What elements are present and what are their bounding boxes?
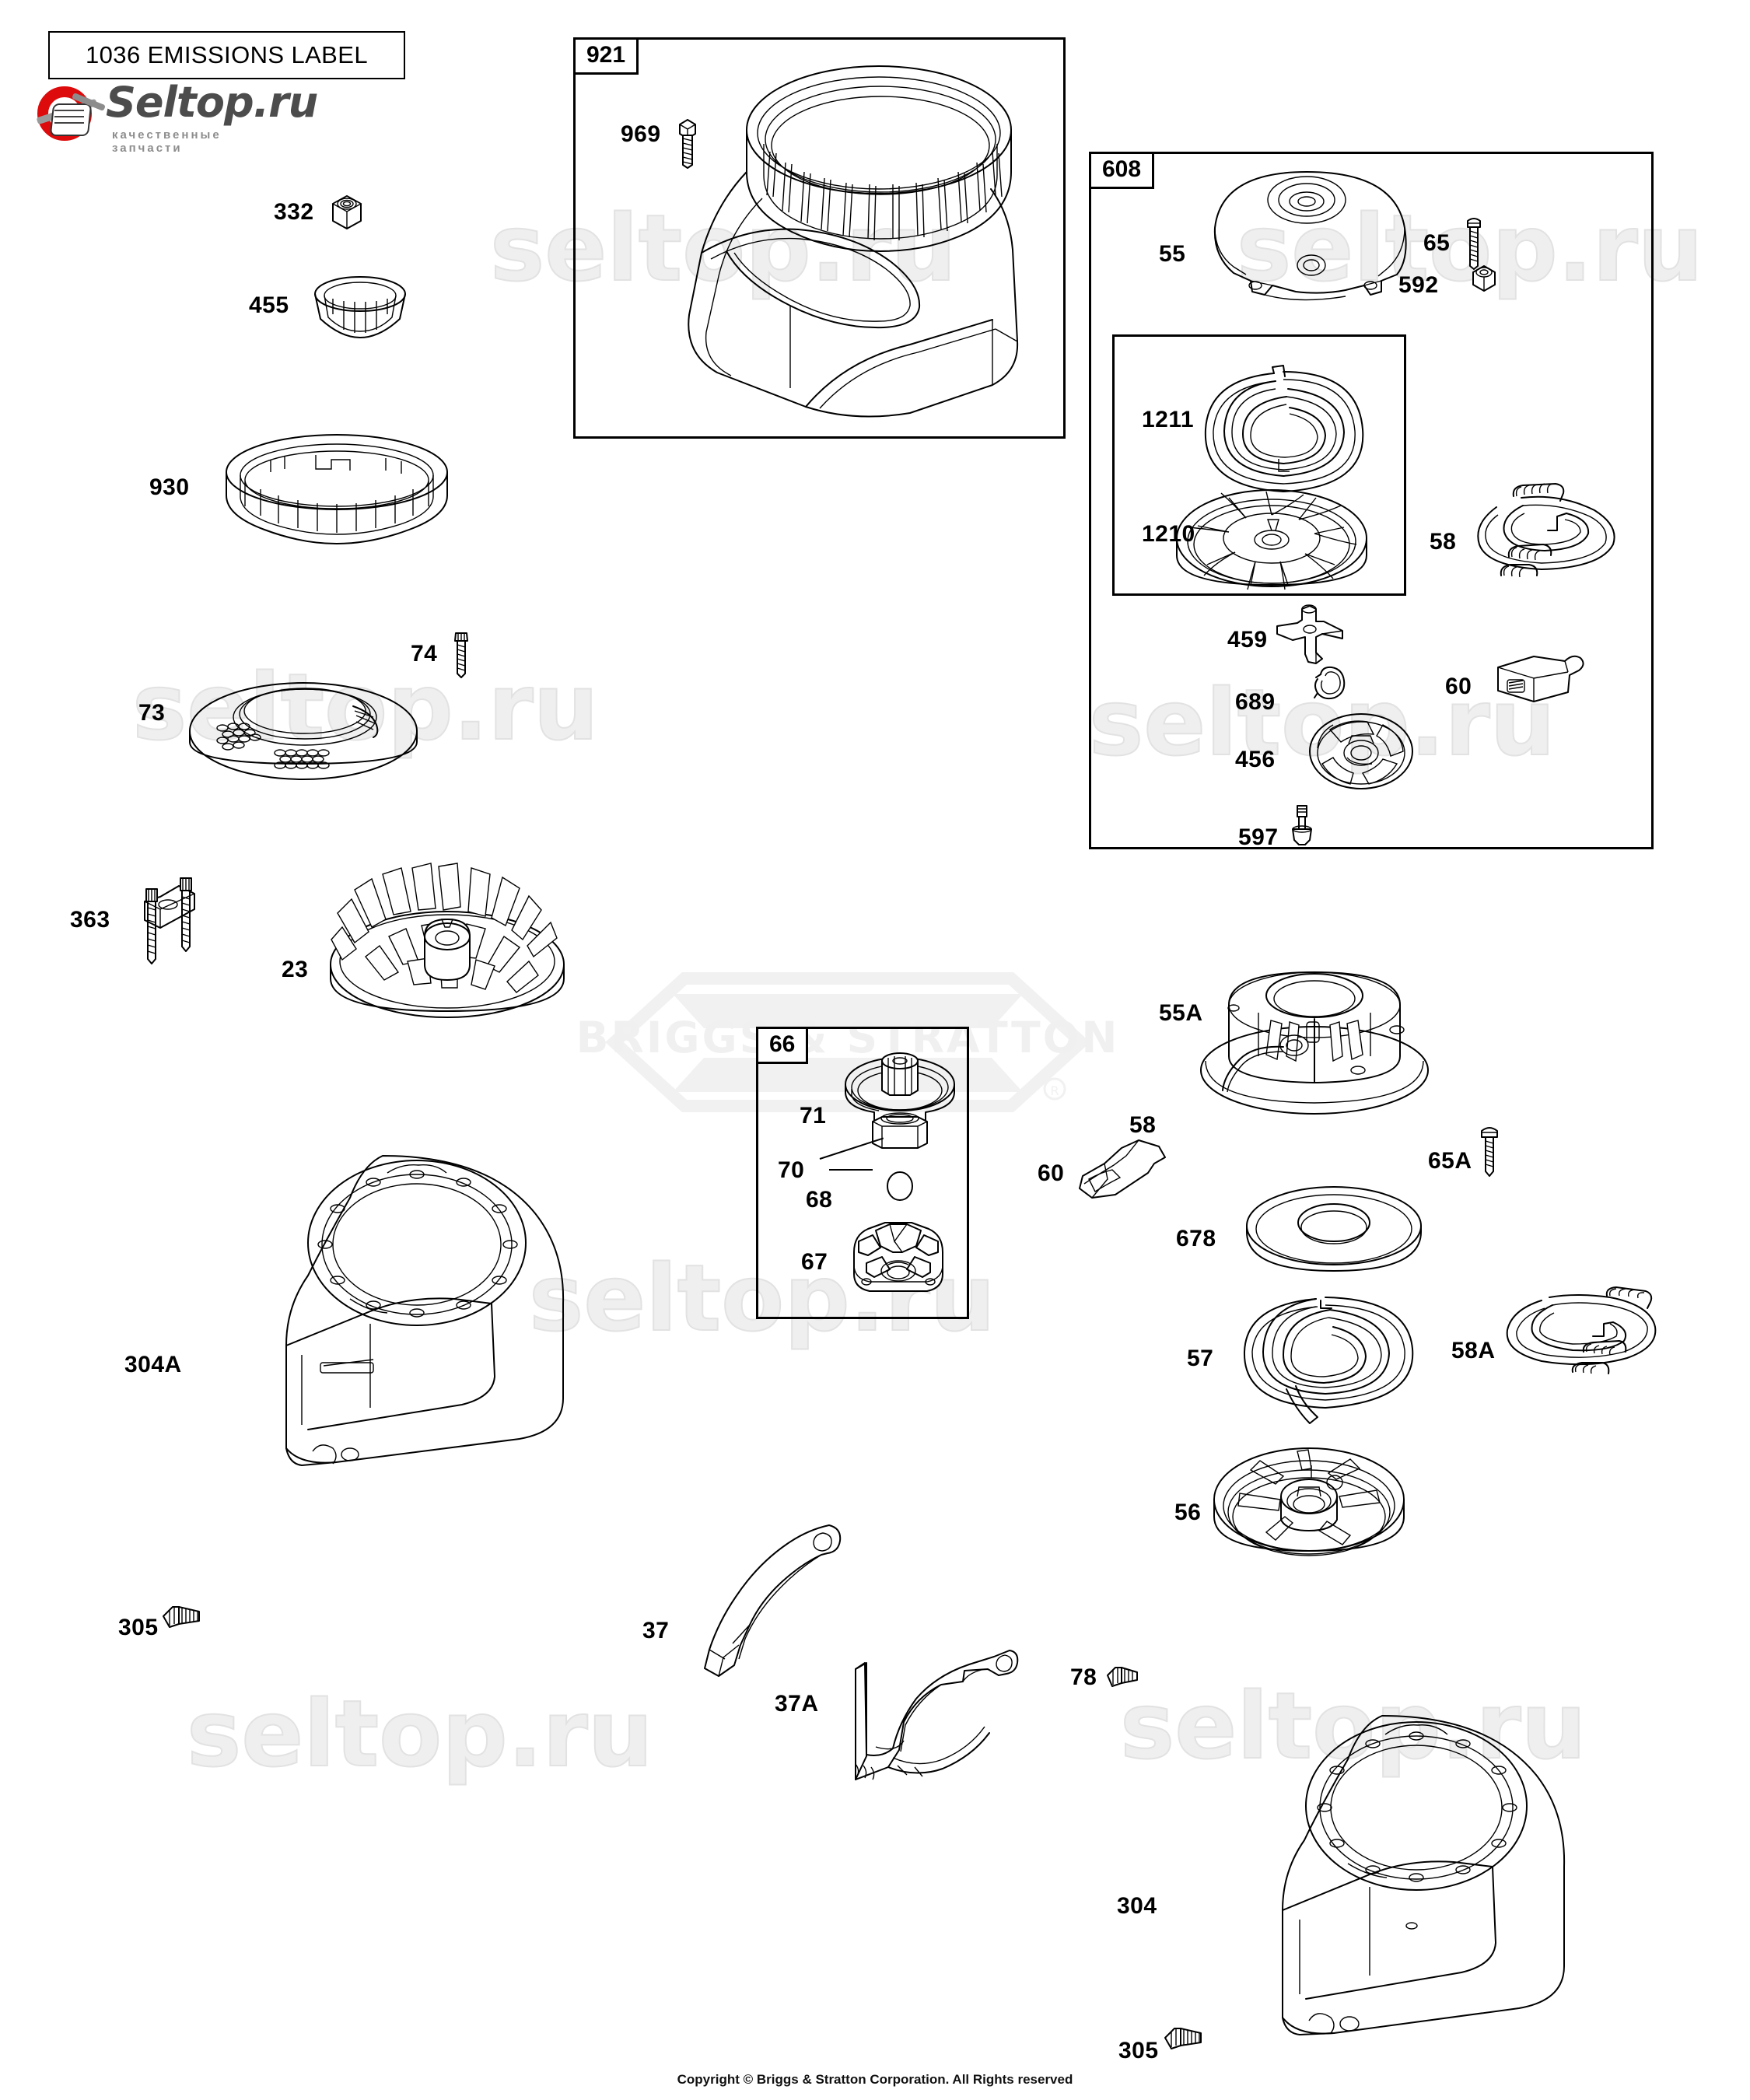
part-305-screw-b [1162,2022,1209,2056]
part-304A-blower-housing [184,1151,565,1493]
callout-screw-starter[interactable]: 65 [1423,230,1451,256]
callout-screw-brake[interactable]: 78 [1070,1664,1097,1690]
part-459-ratchet-dog [1271,603,1349,671]
part-60-starter-grip [1493,646,1587,708]
callout-rivet[interactable]: 597 [1238,824,1279,850]
part-455-grommet [310,274,411,359]
callout-starter-clutch-nut[interactable]: 70 [778,1157,805,1183]
callout-grommet-cup[interactable]: 455 [249,292,289,318]
callout-blower-housing[interactable]: 304 [1117,1893,1157,1919]
group-box-66: 66 [756,1027,969,1319]
group-box-66-label: 66 [756,1027,809,1064]
part-969-bolt [674,117,702,173]
callout-starter-rope-c[interactable]: 58A [1451,1338,1496,1363]
group-box-spring-pulley [1112,334,1406,596]
part-305-screw [160,1601,207,1635]
part-304-blower-housing [1178,1711,1567,2069]
callout-rotating-screen[interactable]: 73 [138,700,166,726]
callout-bolt[interactable]: 969 [621,121,661,147]
callout-blower-housing-a[interactable]: 304A [124,1352,182,1377]
callout-ball[interactable]: 68 [806,1187,833,1213]
part-56-pulley [1212,1439,1406,1579]
seltop-logo: Seltop.ru качественные запчасти [31,82,318,155]
logo-fist-icon [49,103,93,136]
group-box-608-label: 608 [1089,152,1155,189]
part-73-rotating-screen [187,670,420,795]
part-55-starter-housing [1198,167,1416,315]
group-box-921-label: 921 [573,37,639,75]
emissions-label-box: 1036 EMISSIONS LABEL [48,31,405,79]
callout-starter-rope[interactable]: 58 [1430,529,1457,555]
part-930-housing-ring [224,432,450,552]
part-68-ball [884,1170,916,1202]
callout-rewind-starter[interactable]: 55A [1159,1000,1203,1026]
part-55A-rewind-starter [1198,964,1431,1120]
leader-line-68 [829,1169,873,1171]
watermark-text: seltop.ru [186,1679,654,1788]
callout-dog-ratchet[interactable]: 459 [1227,627,1268,653]
group-box-608: 608 [1089,152,1654,849]
part-1210-pulley [1174,482,1369,611]
part-23-flywheel [327,856,568,1031]
logo-brand-text: Seltop.ru [106,78,318,127]
callout-rewind-starter-housing[interactable]: 55 [1159,241,1186,267]
callout-starter-grip-b[interactable]: 60 [1038,1160,1065,1186]
part-58-starter-rope [1467,482,1622,583]
group-box-921: 921 [573,37,1066,439]
part-65-screw [1462,216,1486,272]
part-37A-brake-bracket [832,1641,1027,1797]
part-597-rivet [1286,803,1318,849]
logo-finger-line [54,122,84,124]
svg-text:R: R [1050,1083,1059,1098]
callout-rewind-spring-b[interactable]: 57 [1187,1346,1214,1371]
part-592-locknut [1467,263,1501,297]
logo-tagline-text: качественные запчасти [112,128,222,155]
part-58A-starter-rope [1501,1286,1664,1392]
part-71-clutch-housing [842,1050,958,1151]
callout-screw-housing[interactable]: 305 [118,1615,159,1640]
callout-hex-nut[interactable]: 332 [274,199,314,225]
part-921-cover-assembly [653,58,1027,420]
copyright-footer: Copyright © Briggs & Stratton Corporatio… [677,2072,1073,2087]
callout-brake-bracket[interactable]: 37A [775,1691,819,1717]
callout-rewind-spring[interactable]: 1211 [1142,407,1195,432]
callout-starter-grip[interactable]: 60 [1445,674,1472,699]
callout-screw-housing-b[interactable]: 305 [1118,2038,1159,2063]
callout-locknut[interactable]: 592 [1398,272,1439,298]
part-60-starter-grip-b [1073,1136,1174,1206]
emissions-label-text: 1036 EMISSIONS LABEL [86,41,368,68]
part-74-screw [450,630,473,680]
part-78-screw [1104,1663,1143,1694]
part-689-retaining-ring [1307,665,1353,705]
callout-brake-lever[interactable]: 37 [642,1618,670,1643]
callout-screw[interactable]: 74 [411,641,438,667]
part-65A-screw [1478,1125,1501,1179]
callout-starter-rope-b[interactable]: 58 [1129,1112,1157,1138]
callout-starter-clutch-housing[interactable]: 71 [800,1103,827,1129]
callout-pulley[interactable]: 56 [1174,1500,1202,1525]
callout-screw-starter-a[interactable]: 65A [1428,1148,1472,1174]
part-332-hex-nut [325,193,369,236]
callout-flywheel[interactable]: 23 [282,957,309,982]
part-57-rewind-spring [1238,1293,1417,1429]
part-37-brake-lever [684,1521,856,1684]
logo-finger-line [54,116,84,117]
part-67-clutch-ratchet [840,1215,957,1300]
logo-finger-line [54,110,84,111]
part-456-friction-plate [1307,708,1416,793]
callout-pulley-with-spring[interactable]: 1210 [1142,521,1195,547]
callout-clutch-ratchet[interactable]: 67 [801,1249,828,1275]
part-363-bracket [124,875,210,968]
callout-friction-washer[interactable]: 678 [1176,1226,1216,1251]
part-678-friction-washer [1244,1182,1423,1276]
callout-retaining-ring[interactable]: 689 [1235,689,1276,715]
part-1211-rewind-spring [1198,365,1369,498]
callout-friction-plate[interactable]: 456 [1235,747,1276,772]
callout-blower-housing-ring[interactable]: 930 [149,474,190,500]
callout-armature-bracket[interactable]: 363 [70,907,110,933]
